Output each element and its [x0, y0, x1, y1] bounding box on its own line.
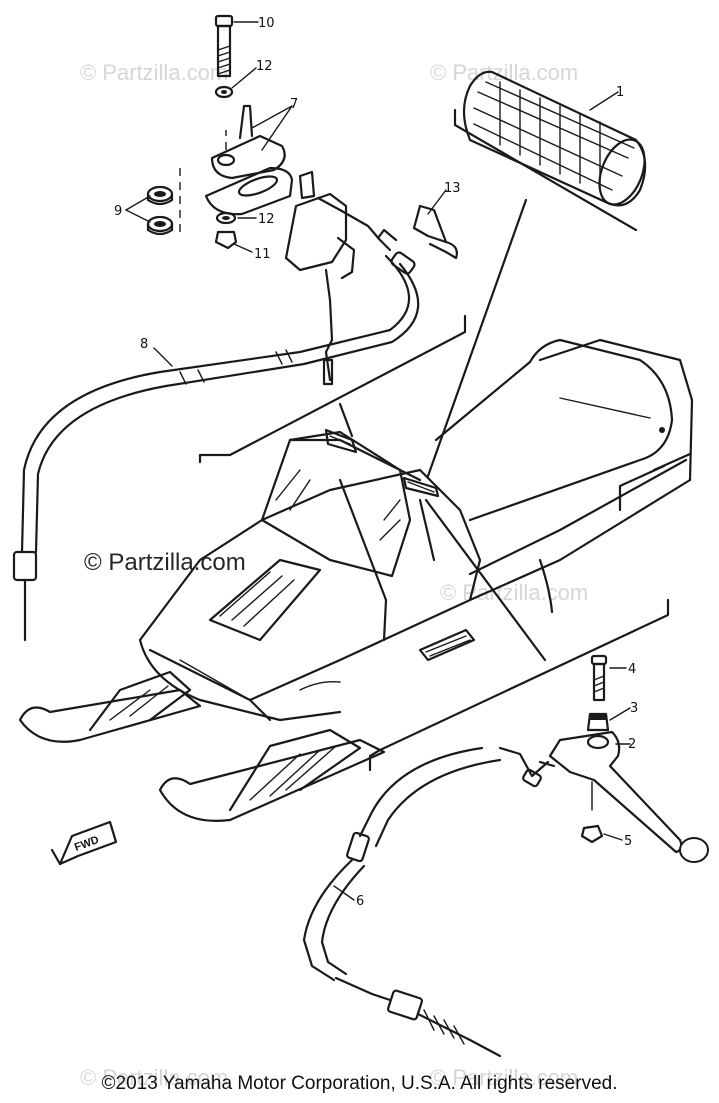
callout-13: 13 — [444, 181, 461, 196]
sled-handlebar-detail — [324, 198, 547, 662]
watermark: © Partzilla.com — [80, 1065, 228, 1090]
clip-13 — [412, 204, 458, 260]
leader-lines — [125, 21, 631, 901]
watermark-strong: © Partzilla.com — [84, 549, 246, 576]
snowmobile-body — [138, 338, 694, 722]
brake-lever-2 — [548, 730, 709, 863]
callout-10: 10 — [258, 16, 275, 31]
watermark: © Partzilla.com — [80, 60, 228, 85]
callout-12-lower: 12 — [258, 212, 275, 227]
callout-1: 1 — [616, 85, 624, 100]
brake-cable-6 — [302, 746, 556, 1058]
callout-11: 11 — [254, 247, 271, 262]
inset-bracket-throttle — [198, 314, 467, 464]
callout-2: 2 — [628, 737, 636, 752]
watermark: © Partzilla.com — [430, 1065, 578, 1090]
nut-11 — [214, 230, 238, 250]
callout-8: 8 — [140, 337, 148, 352]
inset-bracket-grip — [453, 108, 638, 232]
callout-5: 5 — [624, 834, 632, 849]
watermark: © Partzilla.com — [430, 60, 578, 85]
callout-6: 6 — [356, 894, 364, 909]
callout-9: 9 — [114, 204, 122, 219]
handlebar-grip — [462, 70, 647, 207]
callout-12-upper: 12 — [256, 59, 273, 74]
brake-collar-3 — [586, 712, 610, 732]
watermarks: © Partzilla.com © Partzilla.com © Partzi… — [80, 60, 588, 1090]
lock-washer-12a — [214, 85, 234, 99]
throttle-cable-8 — [12, 251, 420, 642]
callout-4: 4 — [628, 662, 636, 677]
fwd-arrow: FWD — [50, 820, 118, 866]
throttle-lever-7 — [204, 104, 294, 216]
callout-3: 3 — [630, 701, 638, 716]
copyright-footer: ©2013 Yamaha Motor Corporation, U.S.A. A… — [101, 1073, 618, 1094]
throttle-bolt-10 — [214, 14, 234, 78]
callout-numbers: 1 2 3 4 5 6 7 8 9 10 11 12 12 13 — [114, 16, 638, 909]
skis — [18, 670, 386, 822]
lock-washer-12b — [215, 211, 237, 225]
brake-nut-5 — [580, 781, 604, 844]
collars-9 — [146, 168, 181, 238]
fwd-label: FWD — [73, 834, 101, 854]
throttle-housing — [284, 170, 398, 386]
brake-bolt-4 — [590, 654, 608, 702]
watermark: © Partzilla.com — [440, 580, 588, 605]
callout-7: 7 — [290, 97, 298, 112]
